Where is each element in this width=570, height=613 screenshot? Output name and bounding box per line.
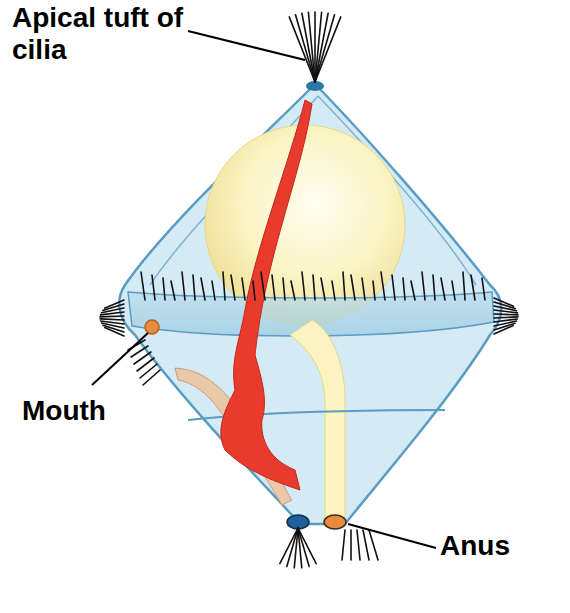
leader-line <box>188 31 305 60</box>
cilium <box>494 317 518 318</box>
part-label: Apical tuft of cilia <box>12 2 192 66</box>
cilium <box>231 275 235 300</box>
cilium <box>332 281 335 300</box>
cilium <box>100 319 124 320</box>
posterior-pore <box>287 515 309 529</box>
stomach <box>205 125 405 325</box>
cilium <box>182 272 185 300</box>
larva-body <box>119 84 501 524</box>
cilium <box>494 326 513 334</box>
cilium <box>298 528 302 568</box>
cilium <box>441 278 445 300</box>
cilium <box>100 312 124 315</box>
cilium <box>369 530 378 560</box>
cilium <box>463 272 465 300</box>
cilium <box>392 275 395 300</box>
cilium <box>201 278 205 300</box>
cilium <box>362 278 365 300</box>
cilium <box>321 278 325 300</box>
cilium <box>350 530 352 560</box>
cilium <box>422 272 425 300</box>
cilium <box>193 275 195 300</box>
leader-line <box>348 524 436 548</box>
cilium <box>482 278 485 300</box>
cilium <box>315 15 335 82</box>
cilium <box>152 275 155 300</box>
cilium <box>302 272 305 300</box>
protonephridium <box>221 100 312 490</box>
cilium <box>315 17 341 82</box>
mouth-opening <box>145 320 159 334</box>
cilium <box>308 12 315 82</box>
cilium <box>411 281 415 300</box>
cilium <box>433 275 435 300</box>
cilium <box>212 281 215 300</box>
cilium <box>403 278 405 300</box>
cilium <box>143 370 160 385</box>
cilium <box>105 328 124 336</box>
cilium <box>223 272 225 300</box>
cilium <box>343 272 345 300</box>
cilium <box>471 275 475 300</box>
cilium <box>357 530 360 560</box>
cilium <box>141 272 145 300</box>
cilium <box>100 315 124 317</box>
cilium <box>163 278 165 300</box>
cilium <box>315 13 328 82</box>
cilium <box>363 530 369 560</box>
cilium <box>291 281 295 300</box>
cilium <box>452 281 455 300</box>
cilium <box>494 310 518 313</box>
anus-opening <box>324 515 346 529</box>
part-label: Mouth <box>22 395 132 427</box>
cilium <box>342 530 345 560</box>
part-label: Anus <box>440 530 550 562</box>
cilium <box>351 275 355 300</box>
leader-line <box>92 333 148 385</box>
cilium <box>373 281 375 300</box>
cilium <box>494 313 518 315</box>
cilium <box>302 13 315 82</box>
cilium <box>261 272 265 300</box>
cilium <box>280 528 298 564</box>
cilium <box>242 278 245 300</box>
cilium <box>272 275 275 300</box>
cilium <box>313 275 315 300</box>
cilia <box>100 12 518 568</box>
cilium <box>283 278 285 300</box>
cilium <box>381 272 385 300</box>
intestine <box>290 320 345 520</box>
cilium <box>171 281 175 300</box>
cilium <box>253 281 255 300</box>
